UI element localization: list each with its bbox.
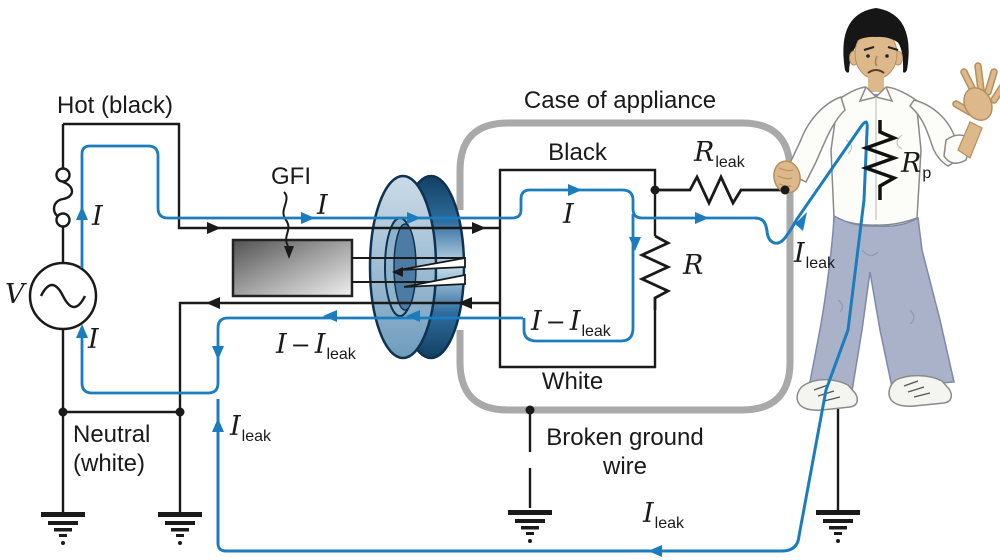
appliance-case: [456, 119, 794, 414]
blue-current-paths: [80, 144, 755, 395]
label-black-wire: Black: [548, 139, 607, 166]
label-voltage-source: V: [5, 279, 25, 310]
label-neutral: Neutral(white): [73, 421, 151, 477]
junction-dots: [58, 185, 790, 417]
black-wires: [61, 122, 840, 512]
label-current-top: I: [92, 201, 103, 232]
left-shoe: [796, 378, 859, 411]
label-ileak-bottom: Ileak: [643, 498, 685, 532]
black-arrowheads: [206, 222, 486, 309]
blue-arrowheads: [76, 184, 709, 360]
forearm: [957, 121, 983, 159]
label-white-wire: White: [541, 368, 604, 395]
label-case-of-appliance: Case of appliance: [523, 87, 717, 114]
label-current-gfi: I: [317, 190, 328, 221]
sense-coil-loop: [398, 256, 466, 271]
label-hot: Hot (black): [57, 92, 174, 119]
sense-coil-loop: [403, 273, 466, 288]
hot-current-path: [80, 144, 755, 268]
circuit-breaker-icon: [52, 167, 74, 228]
leak-current-path: [212, 120, 869, 557]
neck: [868, 74, 884, 92]
ac-source-icon: [28, 261, 98, 331]
resistor-R-leak: [655, 173, 785, 207]
label-i-minus-ileak-toroid: I−Ileak: [276, 329, 356, 363]
label-r: R: [683, 250, 704, 281]
raised-hand-fingers: [953, 63, 1000, 115]
label-i-minus-ileak-appliance: I−Ileak: [531, 306, 611, 340]
label-gfi: GFI: [271, 163, 311, 190]
neutral-wire: [178, 301, 500, 512]
label-ileak-left: Ileak: [230, 411, 272, 445]
right-shoe: [888, 374, 953, 407]
sense-coil-arrowhead: [392, 267, 403, 277]
label-ileak-person: Ileak: [794, 238, 836, 272]
resistor-R: [638, 234, 672, 310]
label-current-bottom: I: [88, 324, 99, 355]
through-R-current-path: [522, 214, 635, 343]
ground-symbols: [41, 510, 860, 545]
ground-icon: [508, 510, 552, 543]
label-r-leak: Rleak: [694, 137, 745, 171]
gfi-box: [231, 191, 466, 298]
ground-icon: [41, 512, 85, 545]
label-r-p: Rp: [901, 148, 932, 182]
raised-hand-palm: [963, 87, 993, 121]
ground-icon: [816, 510, 860, 543]
eyebrows: [863, 46, 899, 51]
pants: [808, 214, 955, 392]
ground-icon: [158, 512, 202, 545]
hair: [843, 8, 909, 73]
appliance-inner-loop: [498, 168, 657, 369]
return-current-path: [80, 316, 523, 395]
gfi-pointer-arrowhead: [284, 246, 294, 259]
mouth: [867, 69, 885, 74]
resistor-R-p: [860, 120, 900, 200]
label-current-appliance: I: [563, 199, 574, 230]
person-figure: [773, 8, 1000, 411]
gfi-pointer-squiggle: [282, 191, 290, 247]
hot-wire: [63, 122, 500, 230]
